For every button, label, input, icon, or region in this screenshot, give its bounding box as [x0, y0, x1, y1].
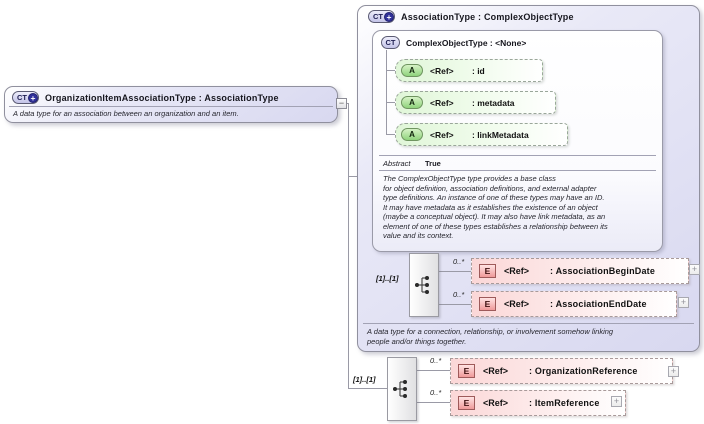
expand-item-reference[interactable]: + [611, 396, 622, 407]
derived-plus-icon: + [28, 92, 38, 103]
occurrence-label: [1]..[1] [376, 274, 399, 283]
connector-line [348, 103, 349, 389]
cardinality-label: 0..* [430, 388, 442, 397]
connector-line [348, 176, 365, 177]
connector-line [417, 402, 450, 403]
association-type-header: CT + AssociationType : ComplexObjectType [358, 6, 699, 25]
sequence-compositor[interactable] [409, 253, 439, 317]
divider [363, 323, 694, 324]
attribute-icon: A [401, 64, 423, 77]
element-icon: E [458, 396, 475, 410]
attribute-ref: <Ref> [430, 65, 454, 76]
element-name: : ItemReference [529, 398, 600, 408]
element-organization-reference[interactable]: E <Ref> : OrganizationReference [450, 358, 673, 384]
complex-object-type-title: ComplexObjectType : <None> [406, 37, 527, 48]
association-type-description: A data type for a connection, relationsh… [367, 327, 614, 346]
root-type-description: A data type for an association between a… [13, 109, 239, 118]
expand-association-begin-date[interactable]: + [689, 264, 700, 275]
attribute-metadata[interactable]: A <Ref> : metadata [395, 91, 556, 114]
connector-line [386, 70, 395, 71]
collapse-toggle[interactable]: − [336, 98, 347, 109]
expand-association-end-date[interactable]: + [678, 297, 689, 308]
attribute-icon: A [401, 128, 423, 141]
derived-plus-icon: + [384, 11, 394, 22]
element-icon: E [479, 264, 496, 278]
element-name: : AssociationBeginDate [550, 266, 656, 276]
attribute-name: : id [472, 65, 485, 76]
element-name: : OrganizationReference [529, 366, 638, 376]
root-type-box[interactable]: CT + OrganizationItemAssociationType : A… [4, 86, 338, 123]
element-ref: <Ref> [504, 266, 530, 276]
sequence-compositor[interactable] [387, 357, 417, 421]
element-ref: <Ref> [483, 398, 509, 408]
attribute-ref: <Ref> [430, 129, 454, 140]
element-icon: E [479, 297, 496, 311]
attribute-name: : linkMetadata [472, 129, 529, 140]
attribute-name: : metadata [472, 97, 515, 108]
element-name: : AssociationEndDate [550, 299, 647, 309]
cardinality-label: 0..* [430, 356, 442, 365]
attribute-icon: A [401, 96, 423, 109]
complex-type-plus-icon: CT + [368, 10, 395, 23]
connector-line [417, 370, 450, 371]
cardinality-label: 0..* [453, 290, 465, 299]
root-type-header: CT + OrganizationItemAssociationType : A… [5, 87, 337, 106]
element-association-end-date[interactable]: E <Ref> : AssociationEndDate [471, 291, 677, 317]
association-type-title: AssociationType : ComplexObjectType [401, 11, 574, 22]
complex-object-type-header: CT ComplexObjectType : <None> [373, 31, 662, 51]
connector-line [439, 304, 471, 305]
divider [9, 106, 333, 107]
attribute-id[interactable]: A <Ref> : id [395, 59, 543, 82]
complex-type-icon: CT [381, 36, 400, 49]
attribute-ref: <Ref> [430, 97, 454, 108]
complex-object-type-description: The ComplexObjectType type provides a ba… [383, 174, 608, 240]
occurrence-label: [1]..[1] [353, 375, 376, 384]
divider [379, 155, 656, 156]
element-ref: <Ref> [483, 366, 509, 376]
element-ref: <Ref> [504, 299, 530, 309]
connector-line [386, 134, 395, 135]
complex-object-type-box[interactable]: CT ComplexObjectType : <None> A <Ref> : … [372, 30, 663, 252]
connector-line [439, 271, 471, 272]
sequence-icon [415, 276, 429, 294]
connector-line [348, 388, 388, 389]
complex-type-plus-icon: CT + [12, 91, 39, 104]
element-association-begin-date[interactable]: E <Ref> : AssociationBeginDate [471, 258, 689, 284]
sequence-icon [393, 380, 407, 398]
expand-organization-reference[interactable]: + [668, 366, 679, 377]
attribute-link-metadata[interactable]: A <Ref> : linkMetadata [395, 123, 568, 146]
divider [379, 170, 656, 171]
element-item-reference[interactable]: E <Ref> : ItemReference [450, 390, 626, 416]
connector-line [386, 102, 395, 103]
cardinality-label: 0..* [453, 257, 465, 266]
facet-value: True [425, 159, 441, 168]
connector-line [386, 50, 387, 135]
element-icon: E [458, 364, 475, 378]
association-type-box[interactable]: CT + AssociationType : ComplexObjectType… [357, 5, 700, 352]
facet-label: Abstract [383, 159, 411, 168]
root-type-title: OrganizationItemAssociationType : Associ… [45, 92, 279, 103]
